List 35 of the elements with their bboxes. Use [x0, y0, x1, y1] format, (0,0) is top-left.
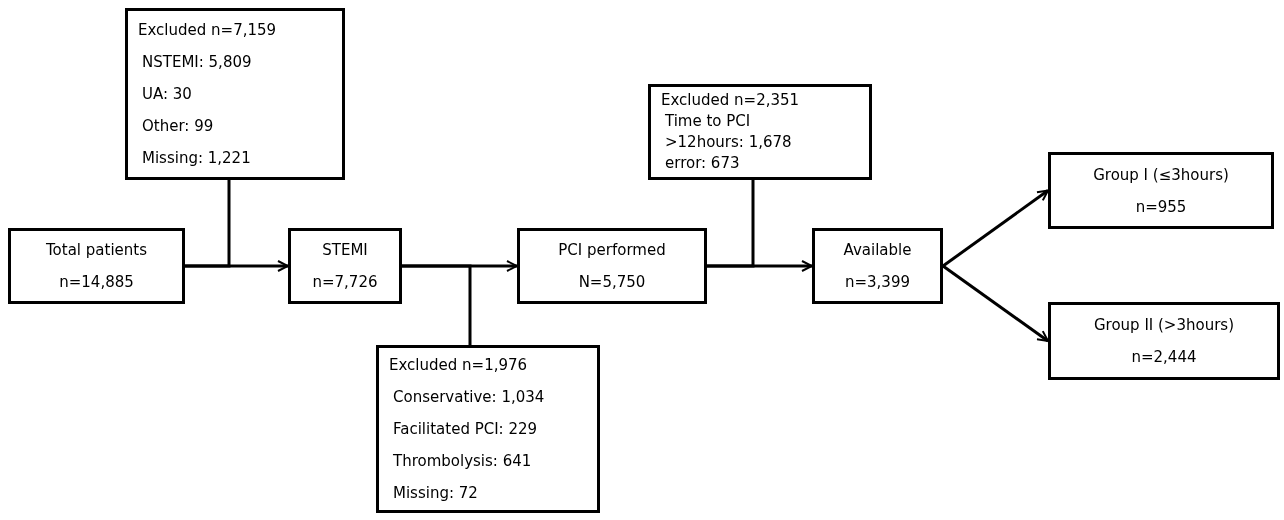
exclusion-box: [648, 84, 872, 180]
box-text: N=5,750: [578, 272, 646, 293]
box-text: n=3,399: [845, 272, 910, 293]
box-text: Missing: 72: [392, 483, 479, 504]
box-text: n=7,726: [312, 272, 378, 293]
box-text: Total patients: [46, 240, 147, 261]
box-text: Facilitated PCI: 229: [392, 419, 539, 440]
box-text: Conservative: 1,034: [392, 387, 546, 408]
box-text: Available: [843, 240, 912, 261]
box-text: Group II (>3hours): [1093, 315, 1234, 336]
flow-box: [1048, 302, 1280, 380]
box-text: Excluded n=2,351: [661, 90, 800, 111]
exclusion-box: [125, 8, 345, 180]
box-text: n=14,885: [59, 272, 134, 293]
exclusion-box: [376, 345, 600, 513]
connector-arrow: [942, 264, 1049, 343]
box-text: Missing: 1,221: [141, 148, 252, 169]
flow-box: [8, 228, 185, 304]
box-text: STEMI: [322, 240, 368, 261]
connector-arrow: [942, 189, 1049, 268]
box-text: UA: 30: [141, 84, 193, 105]
flow-box: [1048, 152, 1274, 229]
flow-box: [812, 228, 943, 304]
box-text: Group I (≤3hours): [1093, 164, 1229, 186]
flow-box: [288, 228, 402, 304]
box-text: n=2,444: [1131, 347, 1197, 368]
flow-box: [517, 228, 707, 304]
box-text: Excluded n=1,976: [389, 355, 528, 376]
box-text: Other: 99: [141, 116, 215, 137]
box-text: PCI performed: [558, 240, 666, 261]
box-text: NSTEMI: 5,809: [141, 52, 253, 73]
box-text: error: 673: [664, 153, 741, 174]
box-text: Thrombolysis: 641: [392, 451, 533, 472]
box-text: n=955: [1135, 196, 1187, 218]
box-text: Excluded n=7,159: [138, 20, 277, 41]
